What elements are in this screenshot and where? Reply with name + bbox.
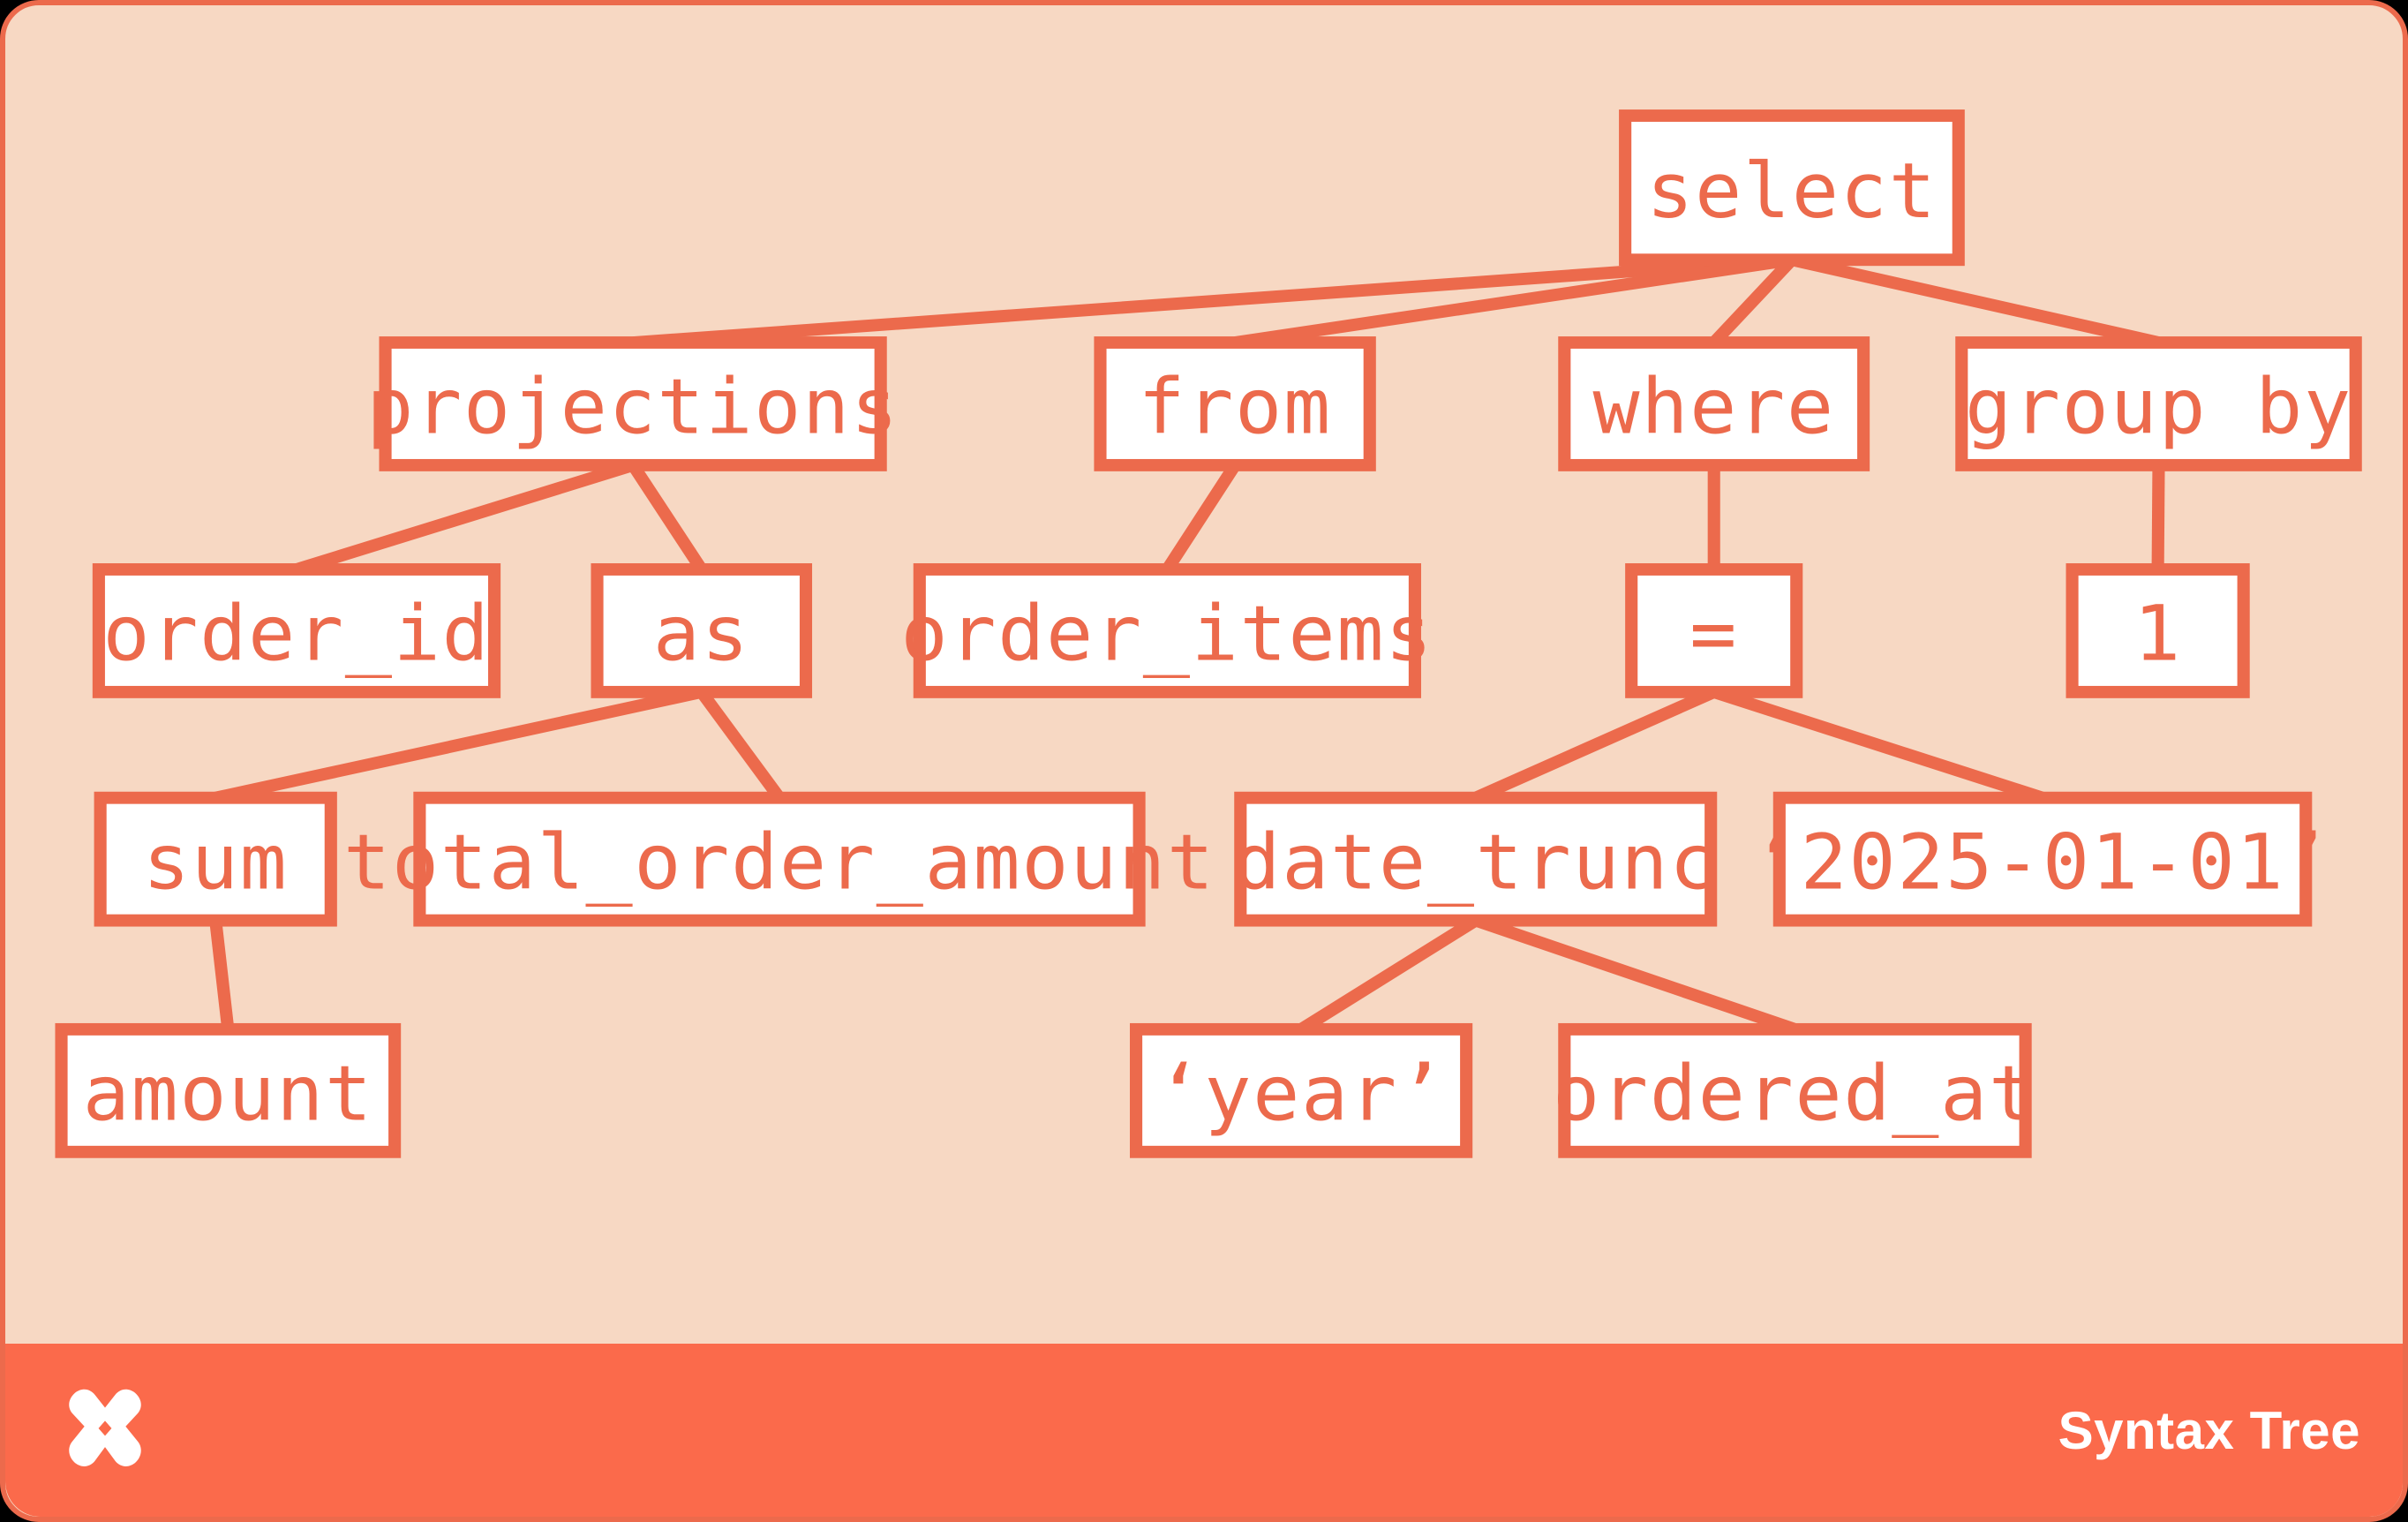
tree-edge-eq-to-date_literal	[1712, 686, 2045, 804]
tree-node-label: 1	[2133, 589, 2182, 678]
tree-edge-sum-to-amount	[209, 919, 235, 1030]
tree-node-eq[interactable]: =	[1625, 563, 1803, 698]
tree-node-as[interactable]: as	[591, 563, 813, 698]
tree-edge-date_trunc-to-year_literal	[1298, 915, 1479, 1035]
tree-node-box	[591, 563, 813, 698]
tree-node-label: =	[1689, 589, 1738, 678]
tree-node-projections[interactable]: projections	[366, 336, 899, 471]
tree-node-year_literal[interactable]: ‘year’	[1130, 1022, 1473, 1158]
tree-edge-from-to-order_items	[1162, 462, 1241, 573]
tree-node-box	[92, 563, 501, 698]
tree-node-box	[1558, 336, 1870, 471]
tree-node-label: date_trunc	[1233, 818, 1718, 907]
tree-node-box	[413, 791, 1146, 927]
tree-node-label: order_id	[102, 589, 490, 678]
tree-node-box	[1619, 109, 1965, 267]
footer-bar: Syntax Tree	[5, 1344, 2403, 1517]
footer-title: Syntax Tree	[2058, 1400, 2360, 1460]
tree-edge-eq-to-date_trunc	[1472, 686, 1717, 804]
tree-node-box	[2066, 563, 2250, 698]
tree-node-box	[379, 336, 887, 471]
tree-node-label: amount	[83, 1049, 373, 1138]
tree-node-box	[94, 791, 337, 927]
tree-node-label: as	[653, 589, 750, 678]
tree-node-box	[1772, 791, 2313, 927]
tree-node-order_items[interactable]: order_items	[901, 563, 1434, 698]
tree-node-label: ordered_at	[1553, 1049, 2037, 1138]
tree-edge-as-to-sum	[214, 686, 704, 804]
tree-node-amount[interactable]: amount	[55, 1022, 402, 1158]
tree-edge-group_by-to-one	[2151, 464, 2165, 570]
tree-node-ordered_at[interactable]: ordered_at	[1553, 1022, 2037, 1158]
tree-node-where[interactable]: where	[1558, 336, 1870, 471]
tree-node-box	[1234, 791, 1718, 927]
tree-edge-projections-to-order_id	[294, 459, 636, 576]
tree-edge-projections-to-as	[628, 462, 707, 573]
tree-node-total_order_amount[interactable]: total_order_amount	[343, 791, 1215, 927]
tree-node-box	[1625, 563, 1803, 698]
tree-node-date_trunc[interactable]: date_trunc	[1233, 791, 1718, 927]
tree-edge-select-to-projections	[632, 253, 1793, 349]
tree-node-label: sum	[143, 818, 289, 907]
tree-edges	[209, 253, 2165, 1036]
tree-node-box	[1094, 336, 1376, 471]
tree-node-date_literal[interactable]: ‘2025-01-01’	[1752, 791, 2334, 927]
tree-node-box	[55, 1022, 402, 1158]
tree-node-box	[913, 563, 1421, 698]
tree-node-label: where	[1593, 362, 1835, 451]
tree-node-group_by[interactable]: group by	[1955, 336, 2362, 471]
tree-node-box	[1558, 1022, 2032, 1158]
tree-edge-select-to-group_by	[1790, 253, 2161, 349]
tree-node-label: group by	[1965, 362, 2352, 451]
tree-node-one[interactable]: 1	[2066, 563, 2250, 698]
tree-edge-select-to-from	[1234, 253, 1793, 349]
tree-node-label: ‘year’	[1155, 1049, 1446, 1138]
tree-node-sum[interactable]: sum	[94, 791, 337, 927]
tree-node-label: total_order_amount	[343, 818, 1215, 907]
tree-canvas: select projections from where group by order_…	[5, 5, 2403, 1354]
tree-edge-as-to-total_order_amount	[696, 688, 785, 802]
tree-node-box	[1130, 1022, 1473, 1158]
tree-node-label: ‘2025-01-01’	[1752, 818, 2334, 907]
tree-node-select[interactable]: select	[1619, 109, 1965, 267]
tree-edge-select-to-where	[1709, 255, 1797, 347]
x-star-logo	[69, 1389, 141, 1466]
tree-node-label: select	[1646, 147, 1937, 236]
tree-edge-date_trunc-to-ordered_at	[1473, 915, 1797, 1036]
tree-node-label: projections	[366, 362, 899, 451]
tree-node-box	[1955, 336, 2362, 471]
tree-node-label: from	[1138, 362, 1332, 451]
tree-node-label: order_items	[901, 589, 1434, 678]
tree-node-order_id[interactable]: order_id	[92, 563, 501, 698]
tree-node-from[interactable]: from	[1094, 336, 1376, 471]
tree-svg: select projections from where group by order_…	[55, 109, 2362, 1158]
tree-nodes: select projections from where group by order_…	[55, 109, 2362, 1158]
